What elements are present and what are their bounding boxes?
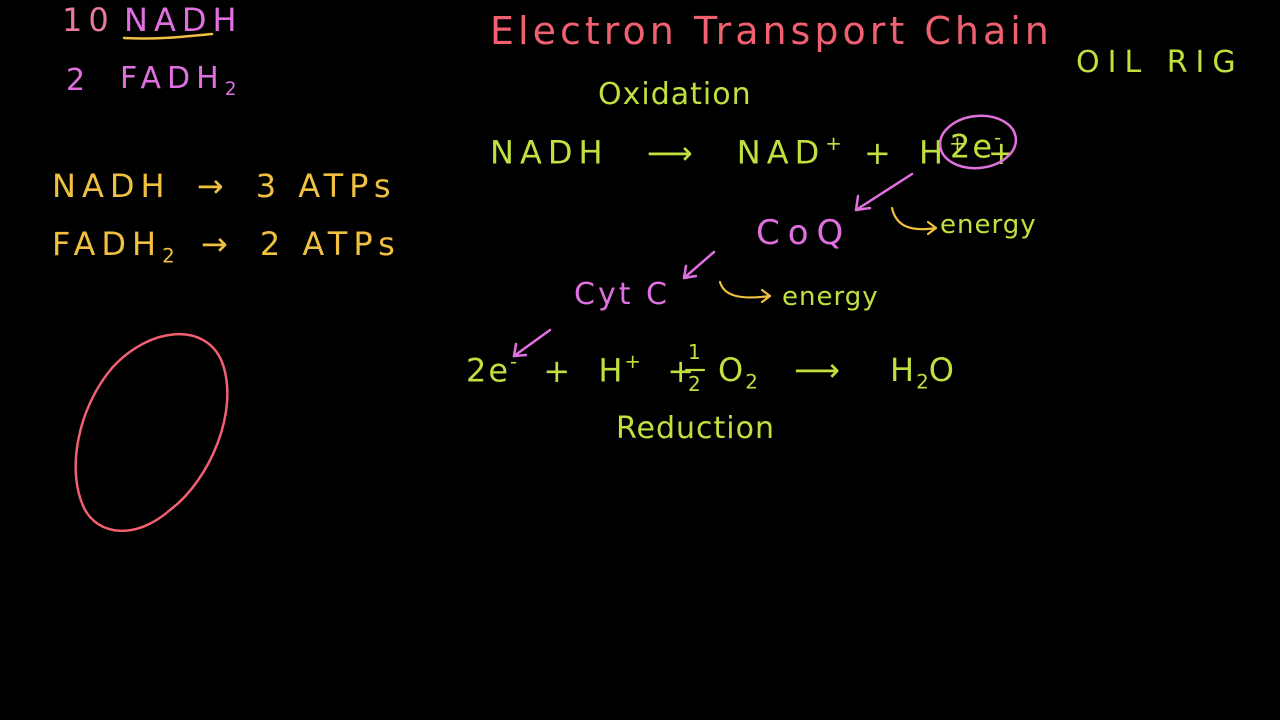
page-title-text: Electron Transport Chain [490, 9, 1053, 53]
arrow-to-cytc-head [682, 264, 698, 280]
r2-product: H [890, 351, 917, 389]
cytc-energy-text: energy [782, 282, 879, 312]
product-h-sup: + [949, 132, 966, 156]
coq-energy-arrow [890, 206, 938, 231]
fadh-yield-left: FADH [52, 225, 163, 263]
nadh-label: NADH [124, 4, 243, 36]
r2-proton-sup: + [624, 350, 642, 374]
arrow-to-2e-head [512, 342, 528, 358]
mnemonic-text: OIL RIG [1076, 45, 1244, 80]
fadh-label: FADH2 [120, 64, 237, 100]
arrow-to-cytc [682, 250, 716, 280]
arrow-to-coq [854, 172, 914, 212]
nadh-count-value: 10 [62, 1, 115, 39]
reduction-label-text: Reduction [616, 411, 775, 446]
r2-oxygen-text: O [718, 351, 746, 389]
arrow-to-coq-head [854, 194, 872, 212]
r2-oxygen: O2 ⟶ H2O [718, 354, 956, 392]
reaction-reduction: 2e- + H+ + [466, 351, 710, 390]
r2-fraction-num: 1 [688, 342, 707, 362]
coq-energy-text: energy [940, 210, 1037, 240]
oxidation-label: Oxidation [598, 80, 752, 110]
nadh-yield-left: NADH [52, 167, 171, 205]
reaction1-plus1: + [864, 133, 897, 172]
page-title: Electron Transport Chain [490, 12, 1053, 50]
arrow-to-2e [512, 328, 552, 358]
reaction1-arrow: ⟶ [646, 133, 699, 172]
nadh-count: 10 [62, 4, 115, 36]
mnemonic: OIL RIG [1076, 48, 1244, 78]
nadh-label-text: NADH [124, 1, 243, 39]
r2-oxygen-sub: 2 [745, 370, 758, 394]
product-nad-sup: + [825, 132, 842, 156]
r2-fraction-den: 2 [688, 374, 707, 394]
r2-product-sub: 2 [916, 370, 929, 394]
fadh-label-sub: 2 [224, 79, 237, 100]
r2-plus1: + [543, 351, 573, 390]
product-nad: NAD [736, 133, 826, 172]
cytc-energy-arrow-head [760, 288, 772, 304]
nadh-yield-right: 3 ATPs [255, 167, 397, 205]
reaction-oxidation: NADH ⟶ NAD+ + H+ + [490, 133, 1017, 172]
cell-oval [74, 332, 229, 533]
r2-electrons: 2e [466, 351, 511, 390]
fadh-label-text: FADH [120, 61, 225, 96]
nadh-yield: NADH → 3 ATPs [52, 170, 397, 202]
r2-proton: H [598, 351, 625, 390]
coq-energy-arrow-head [926, 220, 938, 236]
r2-arrow: ⟶ [793, 351, 842, 389]
electrons-sup: - [994, 126, 1002, 150]
nadh-yield-arrow: → [196, 167, 230, 205]
r2-fraction-den-text: 2 [688, 372, 707, 396]
fadh-yield: FADH2 → 2 ATPs [52, 228, 401, 266]
nadh-underline [122, 32, 214, 40]
coq-label-text: CoQ [756, 213, 852, 253]
coq-label: CoQ [756, 216, 851, 250]
electrons-circled: 2e- [950, 127, 1001, 166]
electrons-circle [938, 114, 1018, 170]
oxidation-label-text: Oxidation [598, 77, 752, 112]
coq-energy: energy [940, 212, 1037, 238]
cytc-label: Cyt C [574, 280, 670, 310]
fadh-yield-right: 2 ATPs [259, 225, 401, 263]
reduction-label: Reduction [616, 414, 775, 444]
fadh-yield-sub: 2 [162, 244, 175, 268]
r2-fraction-num-text: 1 [688, 340, 707, 364]
cytc-label-text: Cyt C [574, 277, 670, 312]
fadh-count-value: 2 [66, 63, 92, 98]
reactant-nadh: NADH [490, 133, 609, 172]
r2-electrons-sup: - [510, 350, 518, 374]
fadh-count: 2 [66, 66, 91, 96]
cytc-energy-arrow [718, 280, 772, 299]
cytc-energy: energy [782, 284, 879, 310]
electrons-text: 2e [950, 127, 995, 166]
fadh-yield-arrow: → [200, 225, 234, 263]
r2-product-end: O [928, 351, 956, 389]
